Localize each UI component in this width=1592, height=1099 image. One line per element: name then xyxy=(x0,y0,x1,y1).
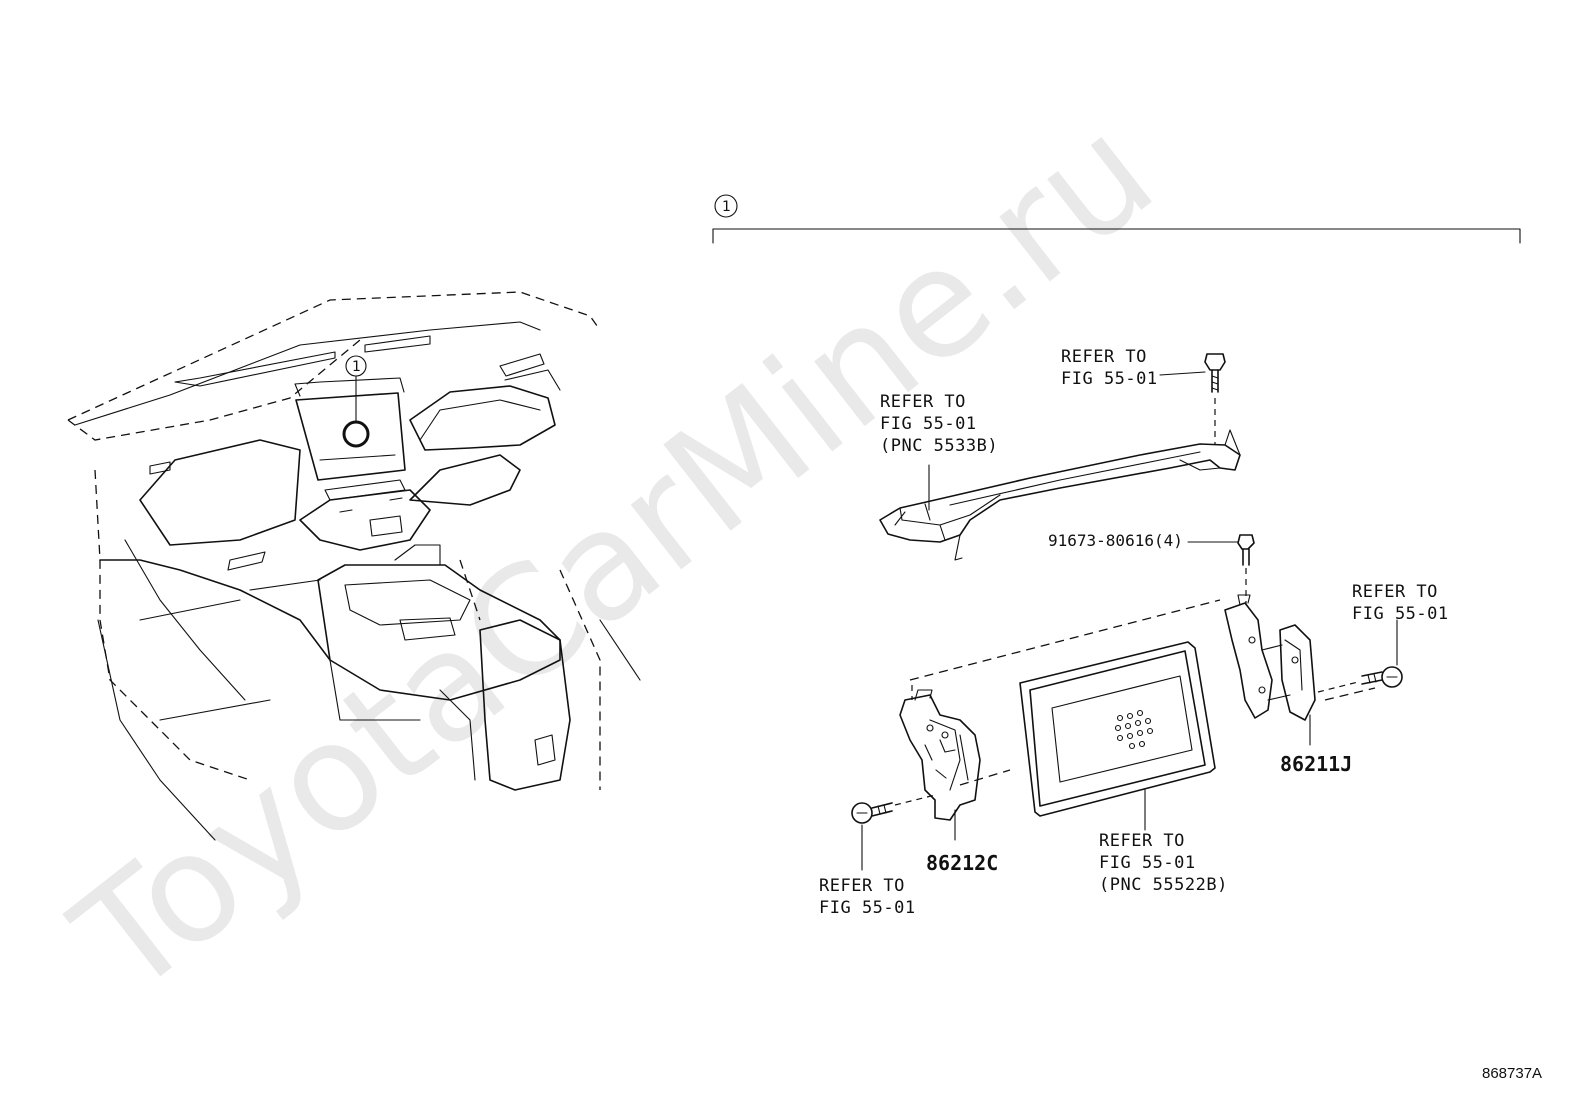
svg-text:REFER TO: REFER TO xyxy=(1352,582,1438,602)
upper-support-bracket xyxy=(879,429,1241,561)
leader-top-screw xyxy=(1159,371,1206,376)
svg-text:FIG 55-01: FIG 55-01 xyxy=(819,898,916,918)
label-bolt-part-number: 91673-80616(4) xyxy=(1048,531,1183,550)
group-bracket: 1 xyxy=(712,194,1521,244)
svg-text:REFER TO: REFER TO xyxy=(1099,831,1185,851)
svg-text:FIG 55-01: FIG 55-01 xyxy=(1061,369,1158,389)
svg-text:FIG 55-01: FIG 55-01 xyxy=(1352,604,1449,624)
bracket-86211J xyxy=(1224,594,1316,721)
svg-text:(PNC 5533B): (PNC 5533B) xyxy=(880,436,998,456)
group-callout-number: 1 xyxy=(722,199,731,215)
figure-code: 868737A xyxy=(1482,1065,1542,1082)
svg-text:(PNC 55522B): (PNC 55522B) xyxy=(1099,875,1228,895)
display-unit xyxy=(1019,641,1216,817)
label-refer-left-screw: REFER TO FIG 55-01 xyxy=(819,876,916,918)
top-screw xyxy=(1204,353,1226,445)
bracket-86212C xyxy=(899,685,981,821)
svg-text:REFER TO: REFER TO xyxy=(819,876,905,896)
part-number-86211J: 86211J xyxy=(1280,752,1352,776)
svg-text:REFER TO: REFER TO xyxy=(1061,347,1147,367)
label-refer-support-bracket: REFER TO FIG 55-01 (PNC 5533B) xyxy=(880,392,998,456)
svg-text:REFER TO: REFER TO xyxy=(880,392,966,412)
svg-text:FIG 55-01: FIG 55-01 xyxy=(880,414,977,434)
watermark-text: ToyotaCarMine.ru xyxy=(44,84,1185,1028)
right-screw xyxy=(1317,666,1403,693)
label-refer-right-screw: REFER TO FIG 55-01 xyxy=(1352,582,1449,624)
dashboard-callout-number: 1 xyxy=(352,359,361,375)
label-refer-top-right: REFER TO FIG 55-01 xyxy=(1061,347,1158,389)
label-refer-display: REFER TO FIG 55-01 (PNC 55522B) xyxy=(1099,831,1228,895)
svg-text:FIG 55-01: FIG 55-01 xyxy=(1099,853,1196,873)
left-screw xyxy=(851,794,936,824)
part-number-86212C: 86212C xyxy=(926,851,998,875)
dashboard-illustration: 1 xyxy=(67,291,641,841)
center-bolt xyxy=(1187,534,1255,605)
display-dot-grid xyxy=(1114,709,1154,750)
